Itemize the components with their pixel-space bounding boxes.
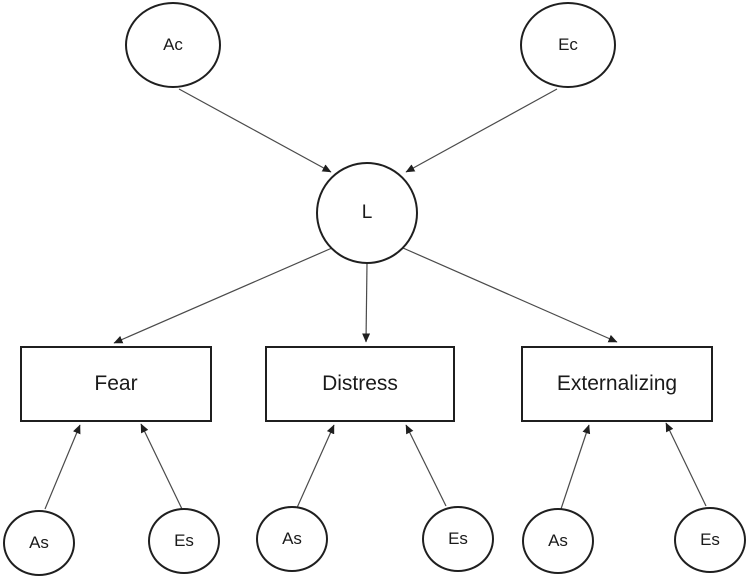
node-es-externalizing-circle: Es [674,507,746,573]
node-label: Ec [558,35,578,54]
node-label: Es [700,530,720,549]
node-label: Distress [322,372,398,395]
node-label: As [282,529,302,548]
edge-arrow-as_distress-to-distress [295,424,335,511]
node-distress-rect: Distress [265,346,455,422]
node-label: Es [174,531,194,550]
node-label: Es [448,529,468,548]
edge-arrow-as_externalizing-to-externalizing [560,424,591,510]
node-label: L [361,202,373,223]
node-es-fear-circle: Es [148,508,220,574]
node-label: Externalizing [556,372,678,395]
edge-arrow-es_externalizing-to-externalizing [665,422,707,507]
edge-arrow-as_fear-to-fear [44,424,81,510]
edge-arrow-ec-to-l [405,88,558,173]
node-as-fear-circle: As [3,510,75,576]
node-fear-rect: Fear [20,346,212,422]
node-ec-circle: Ec [520,2,616,88]
edge-arrow-ac-to-l [178,88,332,173]
node-label: Fear [94,372,138,395]
node-externalizing-rect: Externalizing [521,346,713,422]
node-l-circle: L [316,162,418,264]
edge-arrow-es_distress-to-distress [405,424,447,507]
node-es-distress-circle: Es [422,506,494,572]
node-label: Ac [163,35,183,54]
edge-arrow-l-to-fear [113,247,333,344]
node-label: As [29,533,49,552]
node-as-distress-circle: As [256,506,328,572]
node-ac-circle: Ac [125,2,221,88]
edge-arrow-es_fear-to-fear [140,423,183,510]
node-as-externalizing-circle: As [522,508,594,574]
edge-arrow-l-to-distress [362,262,371,343]
node-label: As [548,531,568,550]
edge-arrow-l-to-externalizing [402,247,618,343]
